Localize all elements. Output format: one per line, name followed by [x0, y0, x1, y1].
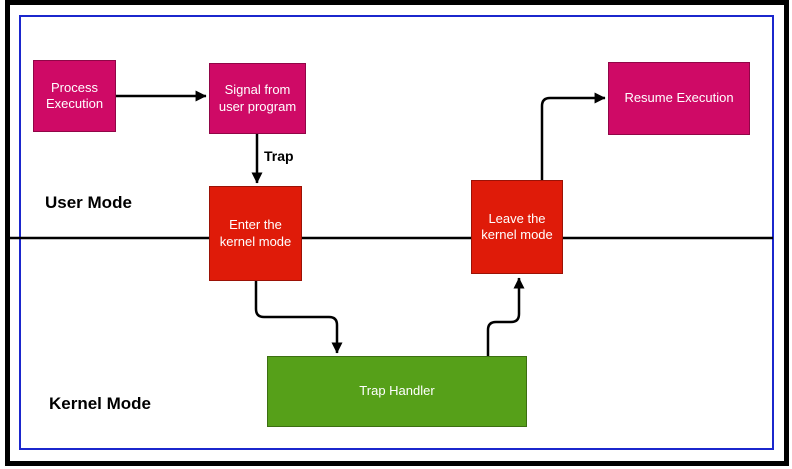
- trap-edge-label: Trap: [264, 148, 294, 164]
- arrow-leave-to-resume: [540, 92, 606, 180]
- node-enter-kernel-mode-label: Enter the kernel mode: [219, 217, 292, 249]
- node-signal-from-user-program: Signal from user program: [209, 63, 306, 134]
- node-enter-kernel-mode: Enter the kernel mode: [209, 186, 302, 281]
- node-signal-from-user-program-label: Signal from user program: [218, 82, 297, 114]
- arrow-traphandler-to-leave: [486, 277, 525, 356]
- node-process-execution: Process Execution: [33, 60, 116, 132]
- node-leave-kernel-mode-label: Leave the kernel mode: [481, 210, 553, 242]
- node-resume-execution-label: Resume Execution: [624, 90, 734, 106]
- inner-blue-frame: [19, 15, 774, 450]
- node-trap-handler: Trap Handler: [267, 356, 527, 427]
- user-mode-label: User Mode: [45, 193, 132, 212]
- arrow-enter-to-traphandler: [254, 281, 343, 354]
- node-leave-kernel-mode: Leave the kernel mode: [471, 180, 563, 274]
- node-process-execution-label: Process Execution: [45, 79, 104, 111]
- node-trap-handler-label: Trap Handler: [359, 383, 435, 399]
- node-resume-execution: Resume Execution: [608, 62, 750, 135]
- kernel-mode-label: Kernel Mode: [49, 394, 152, 413]
